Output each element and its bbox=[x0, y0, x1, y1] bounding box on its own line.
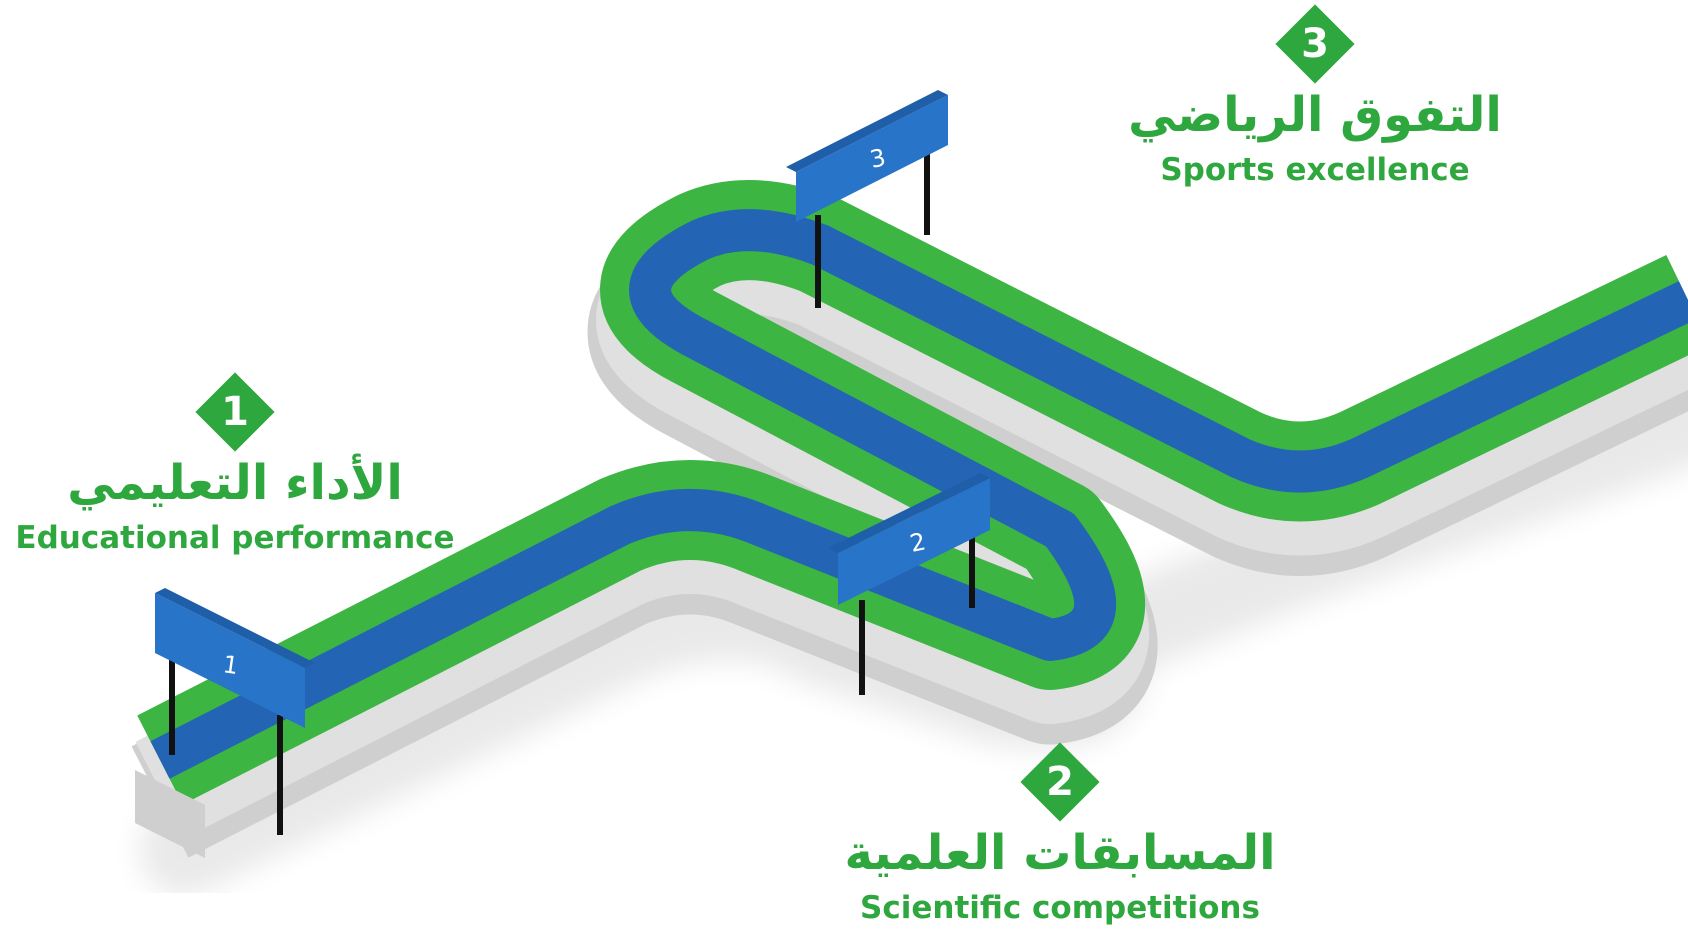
stage-2-label: 2 المسابقات العلمية Scientific competiti… bbox=[810, 742, 1310, 932]
stage-1-badge: 1 bbox=[195, 372, 275, 452]
stage-3-badge: 3 bbox=[1275, 4, 1355, 84]
hurdle-1-label: 1 bbox=[221, 650, 240, 680]
stage-3-title-en: Sports excellence bbox=[1160, 152, 1470, 188]
stage-1-label: 1 الأداء التعليمي Educational performanc… bbox=[0, 372, 470, 562]
stage-2-title-en: Scientific competitions bbox=[860, 890, 1260, 926]
hurdle-3-label: 3 bbox=[867, 143, 888, 174]
stage-2-title-ar: المسابقات العلمية bbox=[844, 825, 1276, 881]
hurdle-2: 2 bbox=[828, 473, 990, 695]
hurdle-2-label: 2 bbox=[907, 527, 928, 558]
hurdle-3: 3 bbox=[786, 90, 948, 308]
stage-3-title-ar: التفوق الرياضي bbox=[1128, 87, 1502, 143]
stage-1-title-en: Educational performance bbox=[15, 520, 455, 556]
hurdle-1: 1 bbox=[155, 588, 315, 835]
track-start-cap bbox=[135, 770, 205, 858]
track-blue-lane bbox=[150, 209, 1688, 779]
stage-1-title-ar: الأداء التعليمي bbox=[67, 455, 403, 511]
stage-2-badge: 2 bbox=[1020, 742, 1100, 822]
stage-3-label: 3 التفوق الرياضي Sports excellence bbox=[1080, 4, 1550, 194]
track-surface bbox=[137, 180, 1688, 805]
stage-3-number: 3 bbox=[1301, 21, 1329, 67]
stage-2-number: 2 bbox=[1046, 759, 1074, 805]
stage-1-number: 1 bbox=[221, 389, 249, 435]
